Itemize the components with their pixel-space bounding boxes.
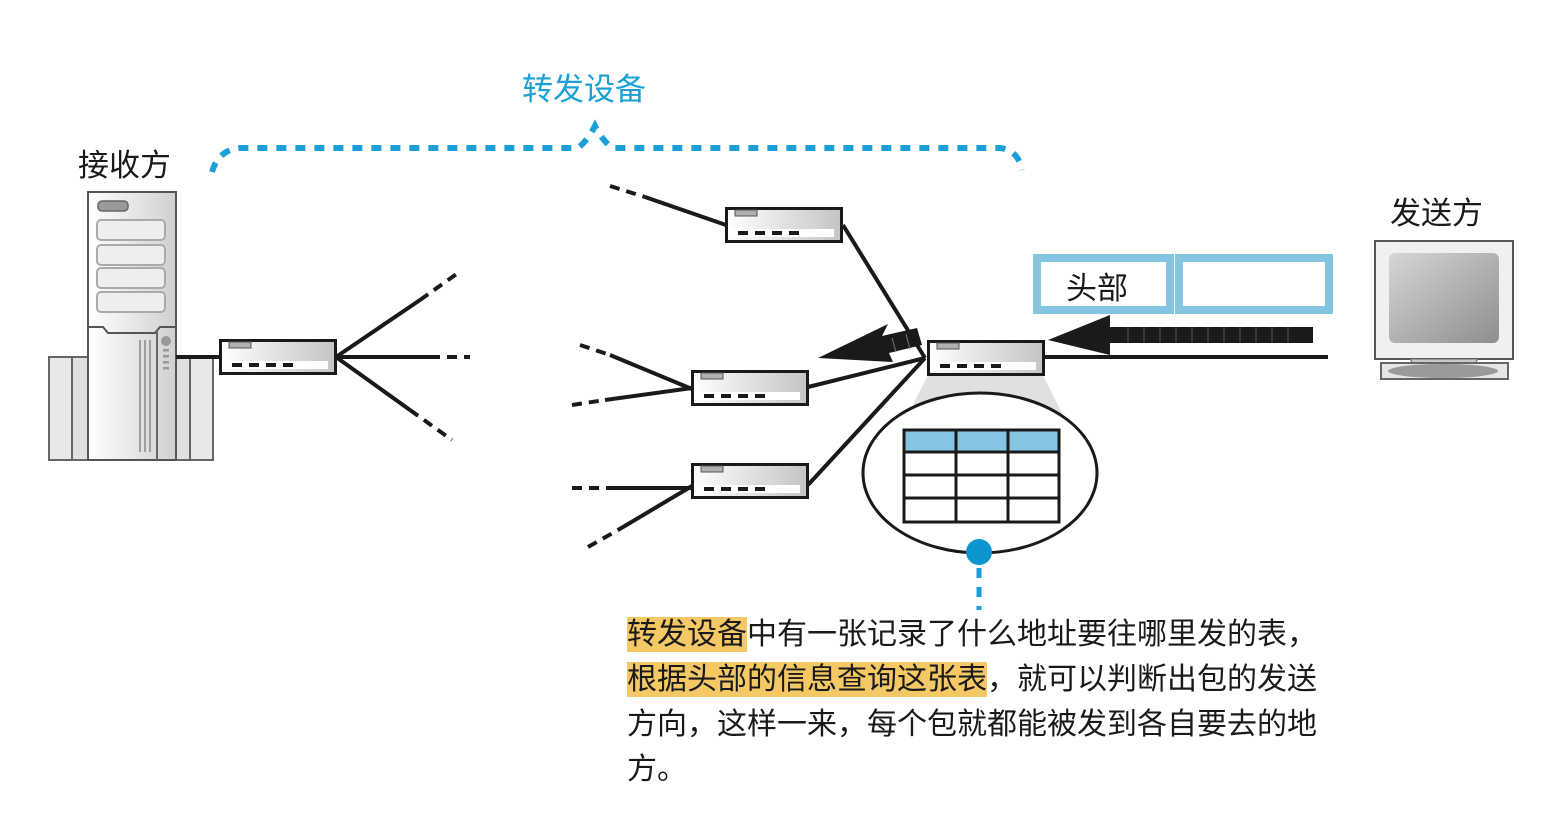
callout-dot <box>966 539 992 565</box>
monitor-icon <box>1374 240 1514 380</box>
sender-label: 发送方 <box>1390 196 1483 232</box>
caption-text: ，就可以判断出包的发送方向，这样一来，每个包就都能被发到各自要去的地方。 <box>627 662 1317 787</box>
packet-header-label: 头部 <box>1066 271 1128 307</box>
incoming-arrow-icon <box>1048 315 1313 355</box>
forwarding-devices-label: 转发设备 <box>522 72 646 108</box>
router-main <box>927 340 1045 376</box>
caption-highlight-lookup: 根据头部的信息查询这张表 <box>627 662 987 697</box>
packet-header <box>1033 254 1174 314</box>
routing-table-callout <box>861 375 1099 610</box>
forwarding-bracket <box>209 119 1025 173</box>
router-middle <box>691 370 809 406</box>
server-icon <box>48 191 214 461</box>
routing-table <box>902 428 1061 524</box>
network-links <box>176 184 1328 549</box>
receiver-label: 接收方 <box>78 148 171 184</box>
caption-text: 中有一张记录了什么地址要往哪里发的表， <box>747 617 1317 652</box>
caption-highlight-forwarding-device: 转发设备 <box>627 617 747 652</box>
forward-arrow-icon <box>818 324 922 362</box>
router-receiver-side <box>219 339 337 375</box>
explanation-caption: 转发设备中有一张记录了什么地址要往哪里发的表， 根据头部的信息查询这张表，就可以判… <box>627 612 1327 792</box>
router-top <box>725 207 843 243</box>
packet <box>1033 254 1333 314</box>
packet-payload <box>1175 254 1333 314</box>
router-bottom <box>691 463 809 499</box>
